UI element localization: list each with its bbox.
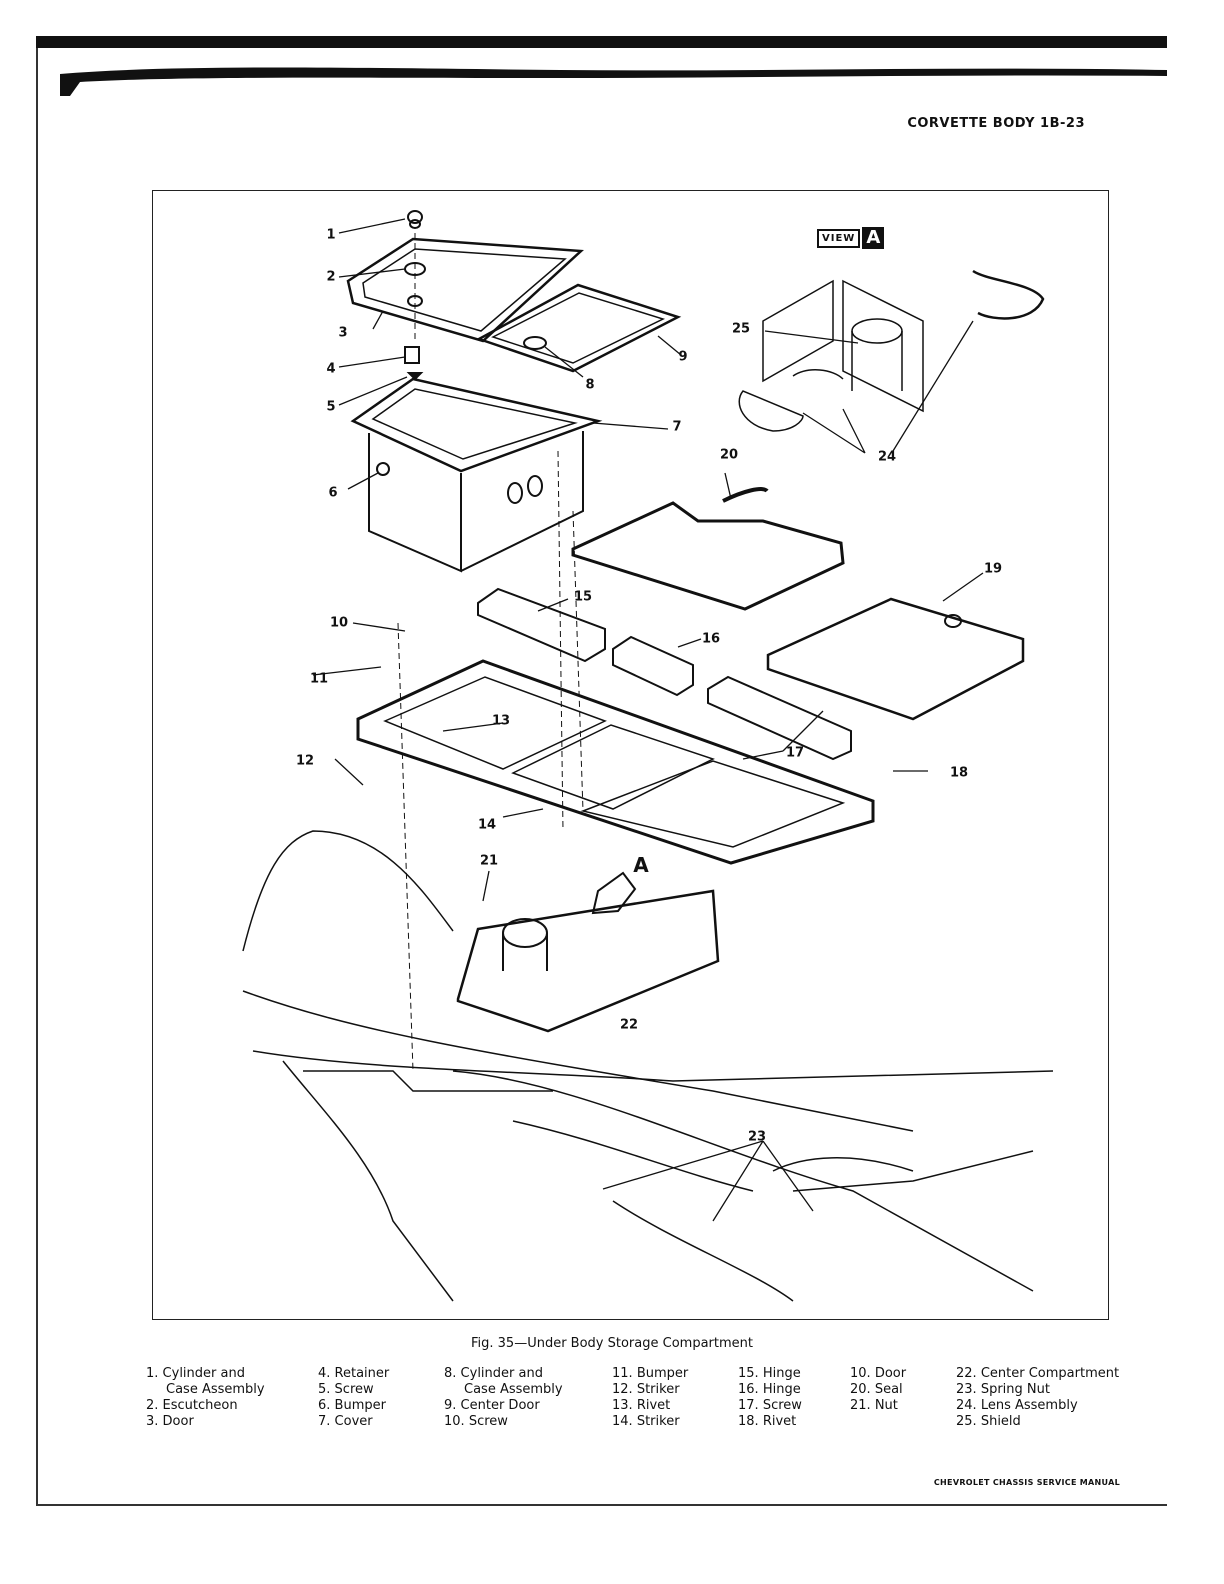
view-letter: A [862,227,885,249]
callout-24: 24 [877,449,897,465]
callout-3: 3 [338,325,348,341]
part-hinge-rear [707,675,852,761]
callout-7: 7 [672,419,682,435]
part-cylinder-top [407,210,423,229]
part-rear-door [766,597,1025,721]
assembly-dashed-lines [397,233,584,1072]
part-seal [571,501,845,611]
legend-item-9: 9. Center Door [444,1398,540,1413]
callout-12: 12 [295,753,315,769]
left-margin-rule [36,48,38,1506]
figure-caption: Fig. 35—Under Body Storage Compartment [471,1336,753,1351]
legend-item-23: 23. Spring Nut [956,1382,1050,1397]
legend-item-17: 17. Screw [738,1398,802,1413]
legend-item-15: 15. Hinge [738,1366,801,1381]
legend-item-22: 22. Center Compartment [956,1366,1120,1381]
body-floor-outline [242,830,1054,1302]
legend-item-6: 6. Bumper [318,1398,386,1413]
legend-item-8-cont: Case Assembly [464,1382,563,1397]
legend-item-8: 8. Cylinder and [444,1366,543,1381]
legend-column-3: 8. Cylinder and Case Assembly 9. Center … [444,1366,563,1430]
callout-18: 18 [949,765,969,781]
callout-21: 21 [479,853,499,869]
legend-item-21: 21. Nut [850,1398,898,1413]
legend-item-3: 3. Door [146,1414,194,1429]
callout-5: 5 [326,399,336,415]
callout-25: 25 [731,321,751,337]
part-center-compartment [456,871,720,1033]
exploded-diagram-drawing [242,210,1054,1302]
legend-item-5: 5. Screw [318,1382,374,1397]
legend-item-1: 1. Cylinder and [146,1366,245,1381]
view-a-detail [738,269,1045,432]
legend-column-2: 4. Retainer 5. Screw 6. Bumper 7. Cover [318,1366,389,1430]
part-hinge-15 [477,587,606,663]
callout-15: 15 [573,589,593,605]
page-header: CORVETTE BODY 1B-23 [907,116,1085,131]
callout-13: 13 [491,713,511,729]
callout-6: 6 [328,485,338,501]
callout-20: 20 [719,447,739,463]
scan-smear [60,67,1167,96]
legend-item-14: 14. Striker [612,1414,680,1429]
legend-item-10: 10. Screw [444,1414,508,1429]
legend-item-13: 13. Rivet [612,1398,671,1413]
bottom-margin-rule [36,1504,1167,1506]
legend-item-25: 25. Shield [956,1414,1021,1429]
legend-item-19: 10. Door [850,1366,907,1381]
view-label: VIEW [817,228,861,248]
legend-column-1: 1. Cylinder and Case Assembly 2. Escutch… [146,1366,265,1430]
legend-item-24: 24. Lens Assembly [956,1398,1078,1413]
callout-leader-lines [312,218,984,1222]
part-door [346,237,584,343]
legend-item-16: 16. Hinge [738,1382,801,1397]
legend-item-7: 7. Cover [318,1414,373,1429]
legend-column-6: 10. Door 20. Seal 21. Nut [850,1366,906,1414]
legend-item-12: 12. Striker [612,1382,680,1397]
callout-4: 4 [326,361,336,377]
callout-16: 16 [701,631,721,647]
callout-11: 11 [309,671,329,687]
legend-item-4: 4. Retainer [318,1366,390,1381]
floor-view-letter: A [633,853,649,877]
part-cover-box [350,377,603,573]
callout-2: 2 [326,269,336,285]
exploded-view-figure: 1 2 3 4 5 6 7 8 9 10 11 12 13 14 15 16 1… [152,190,1109,1320]
legend-item-18: 18. Rivet [738,1414,797,1429]
page-footer: CHEVROLET CHASSIS SERVICE MANUAL [933,1478,1120,1487]
callout-22: 22 [619,1017,639,1033]
legend-column-4: 11. Bumper 12. Striker 13. Rivet 14. Str… [612,1366,688,1430]
part-main-frame [356,659,875,865]
callout-17: 17 [785,745,805,761]
legend-item-1-cont: Case Assembly [166,1382,265,1397]
view-a-marker: VIEW A [817,227,885,249]
callout-10: 10 [329,615,349,631]
callout-14: 14 [477,817,497,833]
legend-column-7: 22. Center Compartment 23. Spring Nut 24… [956,1366,1119,1430]
part-hinge-16 [612,635,694,697]
callout-23: 23 [747,1129,767,1145]
top-border-bar [36,36,1167,48]
callout-1: 1 [326,227,336,243]
legend-item-20: 20. Seal [850,1382,903,1397]
legend-item-2: 2. Escutcheon [146,1398,238,1413]
legend-item-11: 11. Bumper [612,1366,689,1381]
callout-19: 19 [983,561,1003,577]
legend-column-5: 15. Hinge 16. Hinge 17. Screw 18. Rivet [738,1366,802,1430]
part-center-door [475,283,682,373]
callout-8: 8 [585,377,595,393]
callout-9: 9 [678,349,688,365]
